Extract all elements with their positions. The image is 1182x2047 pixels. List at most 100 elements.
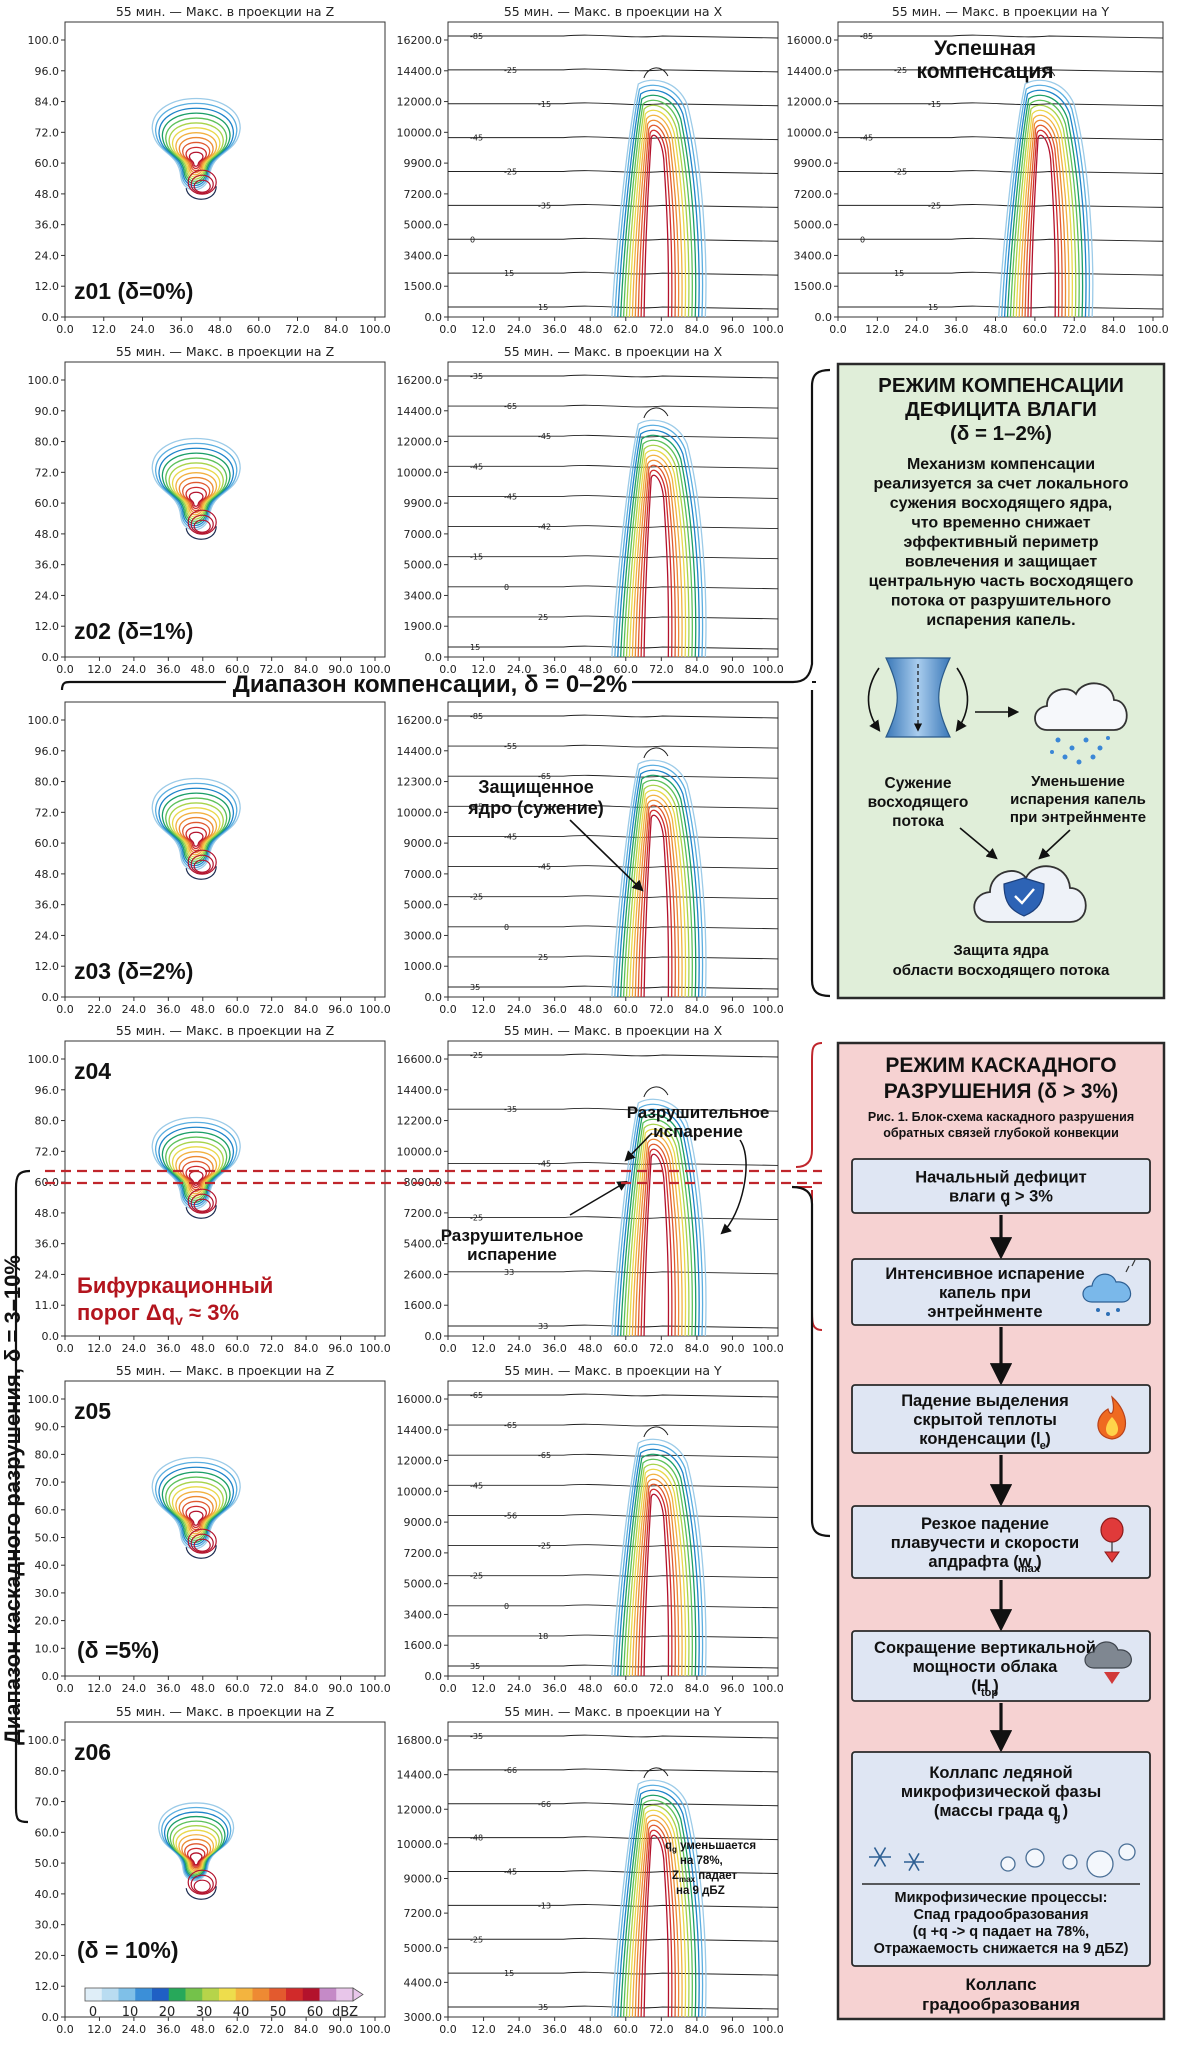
y-tick-label: 24.0 — [35, 589, 60, 602]
y-tick-label: 100.0 — [28, 1734, 60, 1747]
contour-level-label: -25 — [894, 66, 907, 75]
y-tick-label: 12000.0 — [397, 1803, 443, 1816]
contour-level-label: -45 — [470, 802, 483, 811]
contour-level-label: -13 — [538, 1901, 551, 1910]
x-tick-label: 24.0 — [122, 2023, 147, 2036]
y-tick-label: 60.0 — [35, 1504, 60, 1517]
x-tick-label: 90.0 — [328, 2023, 353, 2036]
contour-level-label: -45 — [538, 863, 551, 872]
svg-text:плавучести и скорости: плавучести и скорости — [891, 1534, 1079, 1552]
y-tick-label: 11.0 — [35, 1299, 60, 1312]
x-tick-label: 24.0 — [507, 1682, 532, 1695]
y-tick-label: 16200.0 — [397, 34, 443, 47]
y-tick-label: 1900.0 — [404, 620, 443, 633]
y-tick-label: 3400.0 — [404, 249, 443, 262]
contour-level-label: -85 — [470, 32, 483, 41]
subscript: g — [1054, 1812, 1061, 1824]
y-tick-label: 7200.0 — [404, 1547, 443, 1560]
y-tick-label: 10000.0 — [397, 466, 443, 479]
svg-text:апдрафта (w ): апдрафта (w ) — [928, 1553, 1041, 1571]
panel-label: z02 (δ=1%) — [74, 618, 193, 644]
y-tick-label: 12.0 — [35, 960, 60, 973]
x-tick-label: 24.0 — [507, 323, 532, 336]
colorbar-tick: 10 — [122, 2005, 139, 2020]
svg-text:(H ): (H ) — [971, 1677, 999, 1695]
y-tick-label: 80.0 — [35, 1448, 60, 1461]
x-tick-label: 12.0 — [471, 1342, 496, 1355]
contour-level-label: -45 — [470, 134, 483, 143]
rain-cloud-icon — [1034, 682, 1128, 765]
narrowing-funnel-icon — [867, 657, 969, 738]
x-tick-label: 0.0 — [56, 323, 74, 336]
x-tick-label: 62.0 — [614, 323, 639, 336]
x-tick-label: 12.0 — [471, 1003, 496, 1016]
x-tick-label: 100.0 — [359, 323, 391, 336]
y-tick-label: 16200.0 — [397, 374, 443, 387]
y-tick-label: 50.0 — [35, 1532, 60, 1545]
contour-level-label: -48 — [470, 1834, 483, 1843]
hail-note: qg уменьшается на 78%, Zmax падает на 9 … — [665, 1840, 756, 1897]
x-tick-label: 12.0 — [471, 2023, 496, 2036]
y-tick-label: 10000.0 — [787, 126, 833, 139]
x-tick-label: 48.0 — [578, 2023, 603, 2036]
x-tick-label: 72.0 — [259, 1682, 284, 1695]
x-tick-label: 90.0 — [720, 1342, 745, 1355]
x-tick-label: 12.0 — [87, 2023, 112, 2036]
y-tick-label: 70.0 — [35, 1796, 60, 1809]
x-tick-label: 96.0 — [720, 1003, 745, 1016]
x-tick-label: 60.0 — [614, 2023, 639, 2036]
panel-p2: 55 мин. — Макс. в проекции на X0.01500.0… — [397, 4, 784, 336]
x-tick-label: 48.0 — [191, 663, 216, 676]
svg-text:Интенсивное испарение: Интенсивное испарение — [885, 1265, 1084, 1283]
contour-level-label: -35 — [538, 201, 551, 210]
y-tick-label: 1500.0 — [794, 280, 833, 293]
x-tick-label: 72.0 — [259, 1342, 284, 1355]
subscript: top — [981, 1687, 998, 1699]
x-tick-label: 60.0 — [225, 663, 250, 676]
x-tick-label: 0.0 — [439, 2023, 457, 2036]
x-tick-label: 24.0 — [507, 2023, 532, 2036]
x-tick-label: 84.0 — [324, 323, 349, 336]
x-tick-label: 96.0 — [328, 1342, 353, 1355]
ice-snowflake-icons — [869, 1847, 924, 1872]
svg-text:капель при: капель при — [939, 1284, 1031, 1302]
x-tick-label: 84.0 — [685, 1682, 710, 1695]
x-tick-label: 100.0 — [752, 323, 784, 336]
colorbar-swatch — [118, 1988, 136, 2001]
panel-title: 55 мин. — Макс. в проекции на X — [504, 4, 723, 19]
panel-p7: 0.01000.03000.05000.07000.09000.010000.0… — [397, 701, 784, 1016]
y-tick-label: 0.0 — [42, 311, 60, 324]
y-tick-label: 16000.0 — [397, 1393, 443, 1406]
x-tick-label: 48.0 — [578, 1003, 603, 1016]
x-tick-label: 12.0 — [87, 663, 112, 676]
colorbar-swatch — [235, 1988, 253, 2001]
x-tick-label: 72.0 — [1062, 323, 1087, 336]
contour-level-label: 18 — [538, 1632, 548, 1641]
contour-level-label: 0 — [860, 235, 865, 244]
y-tick-label: 5000.0 — [404, 1578, 443, 1591]
y-tick-label: 9000.0 — [404, 1516, 443, 1529]
contour-level-label: -45 — [538, 1159, 551, 1168]
x-tick-label: 12.0 — [471, 323, 496, 336]
x-tick-label: 0.0 — [439, 1342, 457, 1355]
y-tick-label: 0.0 — [42, 1330, 60, 1343]
y-tick-label: 72.0 — [35, 806, 60, 819]
contour-level-label: -65 — [538, 1451, 551, 1460]
x-tick-label: 60.0 — [614, 663, 639, 676]
y-tick-label: 36.0 — [35, 559, 60, 572]
cloud-down-icon — [1084, 1641, 1132, 1669]
y-tick-label: 60.0 — [35, 157, 60, 170]
x-tick-label: 84.0 — [685, 2023, 710, 2036]
y-tick-label: 60.0 — [35, 837, 60, 850]
x-tick-label: 100.0 — [359, 1003, 391, 1016]
x-tick-label: 100.0 — [752, 2023, 784, 2036]
x-tick-label: 36.0 — [156, 1003, 181, 1016]
panel-title: 55 мин. — Макс. в проекции на Z — [116, 344, 334, 359]
panel-p9: 55 мин. — Макс. в проекции на X0.01600.0… — [397, 1023, 784, 1355]
colorbar-swatch — [319, 1988, 337, 2001]
y-tick-label: 3400.0 — [404, 589, 443, 602]
contour-level-label: -85 — [470, 712, 483, 721]
